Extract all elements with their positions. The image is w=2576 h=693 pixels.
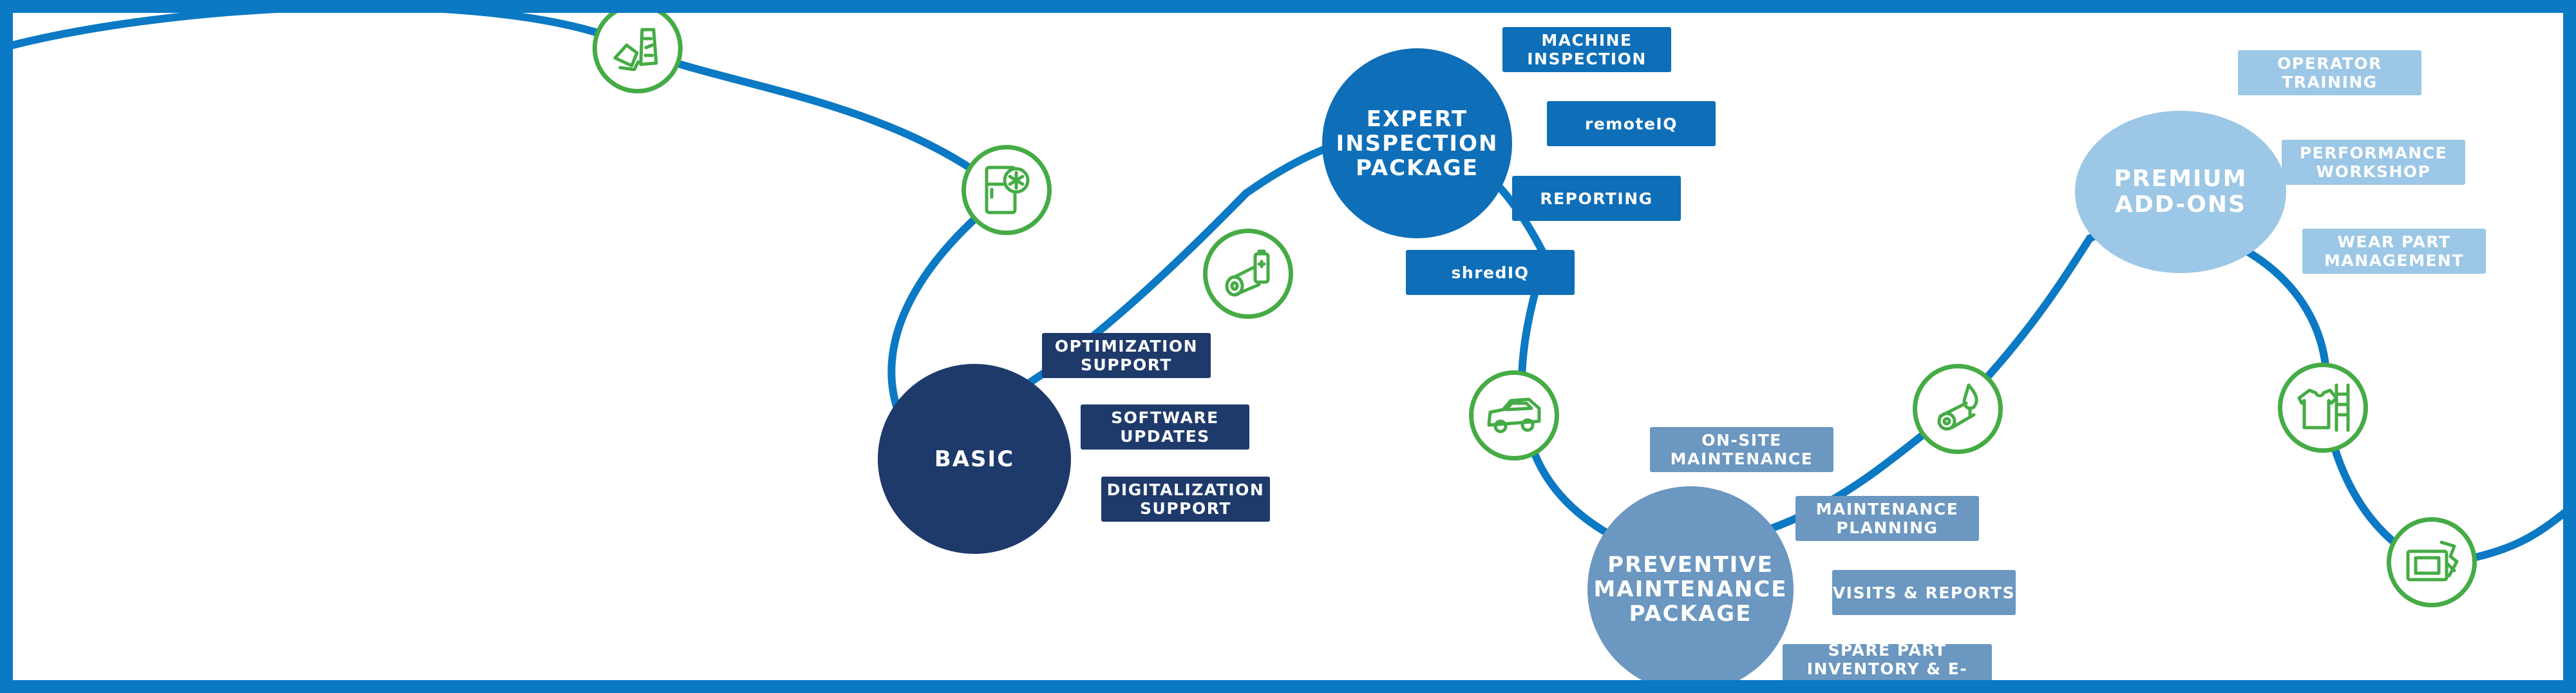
basic-package-circle[interactable]: BASIC bbox=[878, 364, 1071, 554]
preventive-maintenance-package-circle[interactable]: PREVENTIVE MAINTENANCE PACKAGE bbox=[1587, 486, 1794, 692]
tag-reporting[interactable]: REPORTING bbox=[1512, 176, 1681, 221]
tag-on-site-maintenance[interactable]: ON-SITE MAINTENANCE bbox=[1650, 427, 1833, 472]
tag-performance-workshop[interactable]: PERFORMANCE WORKSHOP bbox=[2282, 140, 2465, 185]
tag-optimization-support[interactable]: OPTIMIZATION SUPPORT bbox=[1042, 333, 1211, 378]
tag-spare-part-inventory[interactable]: SPARE PART INVENTORY & E-SHOP bbox=[1783, 641, 1992, 693]
wood-log-icon bbox=[1913, 364, 2003, 454]
tag-operator-training[interactable]: OPERATOR TRAINING bbox=[2238, 50, 2421, 95]
scrap-metal-icon bbox=[592, 3, 683, 93]
tag-wear-part-management[interactable]: WEAR PART MANAGEMENT bbox=[2302, 229, 2486, 274]
tag-visits-reports[interactable]: VISITS & REPORTS bbox=[1832, 570, 2016, 615]
tag-software-updates[interactable]: SOFTWARE UPDATES bbox=[1081, 404, 1249, 450]
expert-inspection-package-circle[interactable]: EXPERT INSPECTION PACKAGE bbox=[1322, 48, 1512, 238]
car-wreck-icon bbox=[1469, 370, 1559, 460]
tag-remoteiq[interactable]: remoteIQ bbox=[1547, 101, 1716, 146]
premium-add-ons-circle[interactable]: PREMIUM ADD-ONS bbox=[2075, 111, 2286, 273]
paper-roll-battery-icon bbox=[1203, 229, 1293, 319]
textile-icon bbox=[2278, 363, 2368, 453]
tag-machine-inspection[interactable]: MACHINE INSPECTION bbox=[1502, 27, 1671, 72]
premium-package-label: PREMIUM ADD-ONS bbox=[2114, 166, 2248, 218]
tag-shrediq[interactable]: shredIQ bbox=[1406, 250, 1575, 295]
fridge-appliance-icon bbox=[961, 145, 1052, 235]
tag-digitalization-support[interactable]: DIGITALIZATION SUPPORT bbox=[1101, 477, 1270, 522]
basic-package-label: BASIC bbox=[934, 446, 1015, 472]
electronics-icon bbox=[2387, 517, 2477, 607]
tag-maintenance-planning[interactable]: MAINTENANCE PLANNING bbox=[1795, 496, 1979, 541]
preventive-package-label: PREVENTIVE MAINTENANCE PACKAGE bbox=[1593, 552, 1788, 627]
expert-package-label: EXPERT INSPECTION PACKAGE bbox=[1336, 106, 1499, 181]
